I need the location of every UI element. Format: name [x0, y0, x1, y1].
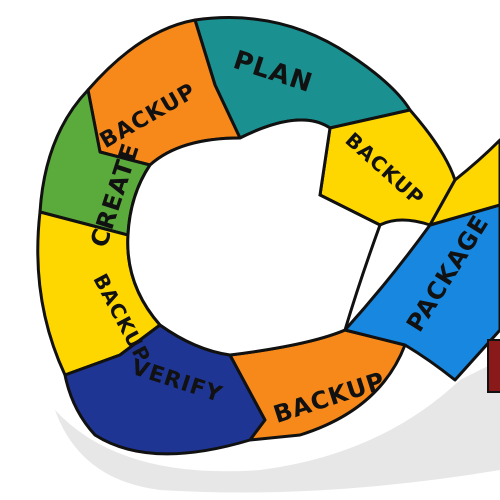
accent-block-right: [487, 339, 500, 393]
segment-tail-yellow: [428, 138, 500, 227]
loop-hole: [126, 118, 382, 357]
shadow: [55, 360, 500, 493]
